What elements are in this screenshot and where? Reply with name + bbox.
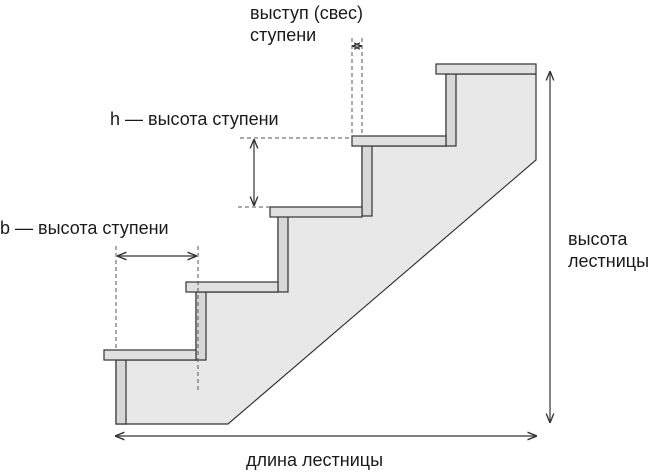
tread-3 [269,206,363,218]
stair-length-label: длина лестницы [246,450,384,470]
stair-height-label-line1: высота [568,229,628,249]
overhang-label-line1: выступ (свес) [250,3,364,23]
tread-4 [351,135,447,147]
riser-3 [277,215,289,293]
overhang-label-line2: ступени [250,25,317,45]
stair-height-label-line2: лестницы [568,251,649,271]
riser-5 [445,73,457,147]
tread-1 [103,349,197,361]
riser-1 [115,359,127,425]
riser-4 [361,145,373,217]
tread-2 [185,281,279,293]
b-label: b — высота ступени [0,218,169,238]
h-label: h — высота ступени [110,109,279,129]
tread-5 [435,63,537,75]
